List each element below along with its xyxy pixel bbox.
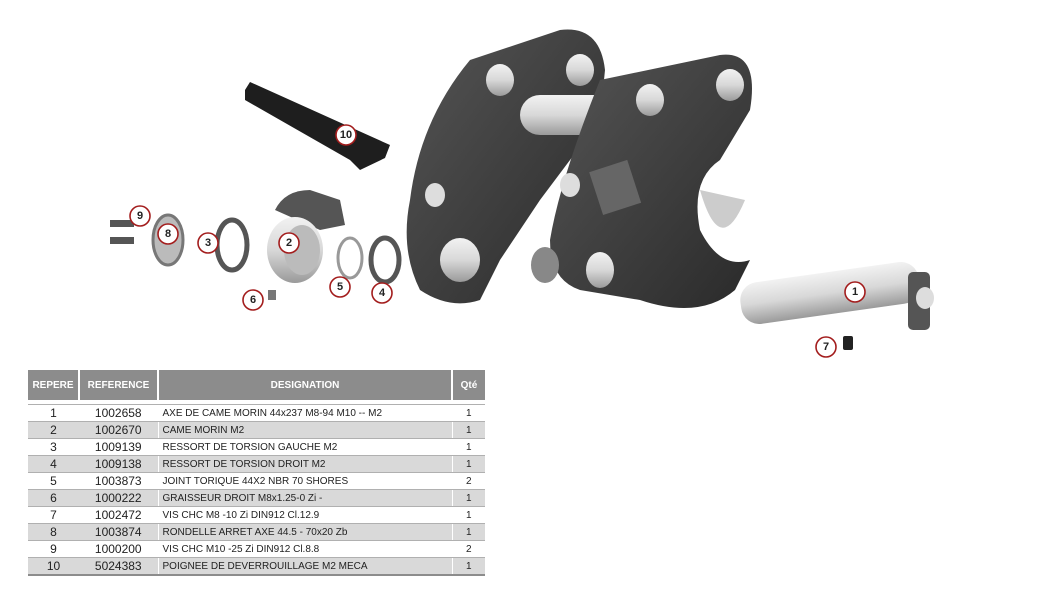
cell-reference: 1002658 — [79, 404, 158, 422]
cell-repere: 7 — [28, 506, 79, 524]
cell-qty: 2 — [451, 540, 485, 558]
cell-qty: 1 — [451, 489, 485, 507]
callout-circle — [242, 289, 264, 311]
cell-designation: JOINT TORIQUE 44X2 NBR 70 SHORES — [157, 472, 452, 490]
cell-reference: 1000222 — [79, 489, 158, 507]
callout-label: 7 — [823, 341, 829, 353]
callout-1: 1 — [844, 281, 866, 303]
callout-circle — [844, 281, 866, 303]
cell-reference: 1003874 — [79, 523, 158, 541]
cell-qty: 1 — [451, 404, 485, 422]
cam-axle-part — [740, 262, 934, 330]
cell-reference: 1002670 — [79, 421, 158, 439]
cell-designation: VIS CHC M8 -10 Zi DIN912 Cl.12.9 — [157, 506, 452, 524]
cell-repere: 2 — [28, 421, 79, 439]
table-header-row: REPERE REFERENCE DESIGNATION Qté — [28, 370, 485, 400]
cell-designation: RESSORT DE TORSION GAUCHE M2 — [157, 438, 452, 456]
callout-label: 6 — [250, 294, 256, 306]
callout-label: 10 — [340, 129, 352, 141]
callout-label: 4 — [379, 287, 386, 299]
callout-circle — [157, 223, 179, 245]
callout-circle — [335, 124, 357, 146]
cell-qty: 1 — [451, 421, 485, 439]
cell-qty: 1 — [451, 523, 485, 541]
cell-repere: 9 — [28, 540, 79, 558]
cell-reference: 1009138 — [79, 455, 158, 473]
cell-qty: 1 — [451, 455, 485, 473]
cell-qty: 1 — [451, 438, 485, 456]
cell-reference: 1000200 — [79, 540, 158, 558]
cell-reference: 1003873 — [79, 472, 158, 490]
cell-designation: RESSORT DE TORSION DROIT M2 — [157, 455, 452, 473]
callout-2: 2 — [278, 232, 300, 254]
cell-designation: POIGNEE DE DEVERROUILLAGE M2 MECA — [157, 557, 452, 576]
callout-8: 8 — [157, 223, 179, 245]
cell-reference: 1009139 — [79, 438, 158, 456]
cell-designation: CAME MORIN M2 — [157, 421, 452, 439]
callout-10: 10 — [335, 124, 357, 146]
cell-repere: 1 — [28, 404, 79, 422]
callout-circle — [815, 336, 837, 358]
header-designation: DESIGNATION — [158, 370, 453, 400]
cell-repere: 10 — [28, 557, 79, 576]
callout-circle — [371, 282, 393, 304]
callout-label: 5 — [337, 281, 343, 293]
callout-6: 6 — [242, 289, 264, 311]
callout-9: 9 — [129, 205, 151, 227]
springs-and-seals — [110, 213, 402, 300]
callout-5: 5 — [329, 276, 351, 298]
cell-repere: 6 — [28, 489, 79, 507]
callout-circle — [129, 205, 151, 227]
cell-qty: 1 — [451, 506, 485, 524]
cell-qty: 1 — [451, 557, 485, 576]
screw-7-part — [843, 336, 853, 350]
cell-repere: 8 — [28, 523, 79, 541]
cell-qty: 2 — [451, 472, 485, 490]
header-repere: REPERE — [28, 370, 80, 400]
callout-circle — [197, 232, 219, 254]
callout-circle — [329, 276, 351, 298]
cell-designation: AXE DE CAME MORIN 44x237 M8-94 M10 -- M2 — [157, 404, 452, 422]
callout-3: 3 — [197, 232, 219, 254]
header-qty: Qté — [452, 370, 485, 400]
callout-label: 8 — [165, 228, 171, 240]
cell-designation: GRAISSEUR DROIT M8x1.25-0 Zi - — [157, 489, 452, 507]
callout-circle — [278, 232, 300, 254]
cell-designation: RONDELLE ARRET AXE 44.5 - 70x20 Zb — [157, 523, 452, 541]
callout-label: 9 — [137, 210, 143, 222]
callout-label: 1 — [852, 286, 858, 298]
cell-repere: 3 — [28, 438, 79, 456]
cell-reference: 5024383 — [79, 557, 158, 576]
callout-label: 2 — [286, 237, 292, 249]
exploded-parts-diagram: 1 2 3 4 5 6 7 8 9 10 — [110, 29, 934, 358]
callout-4: 4 — [371, 282, 393, 304]
cell-repere: 4 — [28, 455, 79, 473]
header-reference: REFERENCE — [79, 370, 159, 400]
coupler-frame — [406, 29, 752, 308]
release-handle-part — [245, 82, 390, 170]
callout-7: 7 — [815, 336, 837, 358]
callout-label: 3 — [205, 237, 211, 249]
cell-designation: VIS CHC M10 -25 Zi DIN912 Cl.8.8 — [157, 540, 452, 558]
cell-reference: 1002472 — [79, 506, 158, 524]
cell-repere: 5 — [28, 472, 79, 490]
cam-part — [267, 190, 345, 283]
